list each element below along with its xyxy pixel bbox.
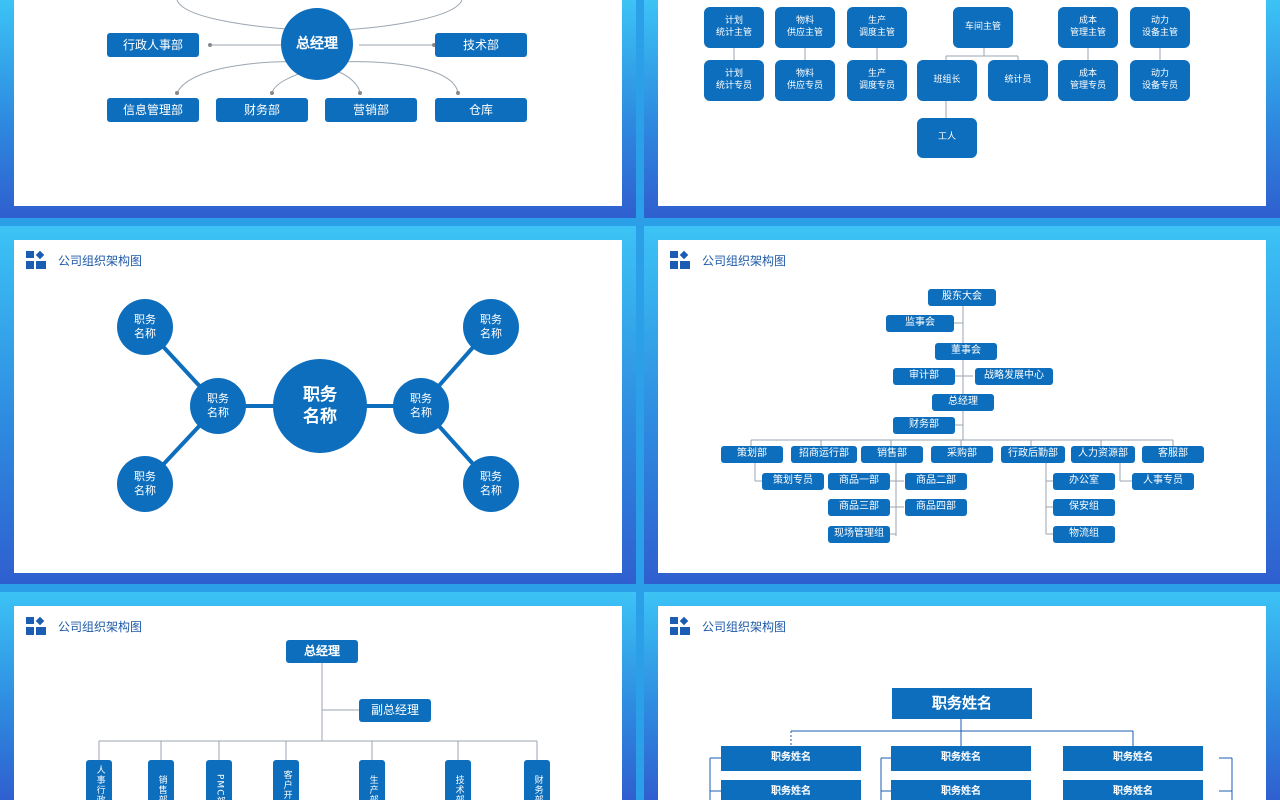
dept-service[interactable]: 客服部 [1142,446,1204,463]
node-bottom-right[interactable]: 职务 名称 [463,456,519,512]
node-center[interactable]: 职务 名称 [273,359,367,453]
dept-logistics-admin[interactable]: 行政后勤部 [1001,446,1065,463]
dept-finance[interactable]: 财务部 [216,98,308,122]
header-title: 公司组织架构图 [58,619,143,634]
slide6-header: 公司组织架构图 [670,616,786,636]
vice-ceo-box[interactable]: 副总经理 [359,699,431,722]
dept-info[interactable]: 信息管理部 [107,98,199,122]
team-leader[interactable]: 班组长 [917,60,977,101]
header-title: 公司组织架构图 [702,253,787,268]
statistician[interactable]: 统计员 [988,60,1048,101]
dept-tech[interactable]: 技术部 [445,760,471,800]
workshop-supervisor[interactable]: 车间主管 [953,7,1013,48]
dept-planning[interactable]: 策划部 [721,446,783,463]
strategy-center[interactable]: 战略发展中心 [975,368,1053,385]
node-top-left[interactable]: 职务 名称 [117,299,173,355]
goods-2[interactable]: 商品二部 [905,473,967,490]
supervisory-board[interactable]: 监事会 [886,315,954,332]
position-r2c2[interactable]: 职务姓名 [891,780,1031,800]
slide-5[interactable]: 公司组织架构图 总经理 副总经理 人事行政部 销售部 PMC部 客户开拓 生产部… [0,592,636,800]
production-specialist[interactable]: 生产 调度专员 [847,60,907,101]
general-manager[interactable]: 总经理 [932,394,994,411]
node-mid-left[interactable]: 职务 名称 [190,378,246,434]
dept-purchase[interactable]: 采购部 [931,446,993,463]
slide-6[interactable]: 公司组织架构图 职务姓名 职务姓名 职务姓名 职务姓名 职务姓名 职务姓名 职务… [644,592,1280,800]
node-bottom-left[interactable]: 职务 名称 [117,456,173,512]
slide-4[interactable]: 公司组织架构图 股东大会 监事会 董事会 [644,226,1280,584]
node-top-right[interactable]: 职务 名称 [463,299,519,355]
node-mid-right[interactable]: 职务 名称 [393,378,449,434]
finance-dept[interactable]: 财务部 [893,417,955,434]
position-r1c3[interactable]: 职务姓名 [1063,746,1203,771]
dept-warehouse[interactable]: 仓库 [435,98,527,122]
dept-investment[interactable]: 招商运行部 [791,446,857,463]
slide4-header: 公司组织架构图 [670,250,786,270]
header-title: 公司组织架构图 [702,619,787,634]
dept-client[interactable]: 客户开拓 [273,760,299,800]
ceo-circle[interactable]: 总经理 [281,8,353,80]
cost-supervisor[interactable]: 成本 管理主管 [1058,7,1118,48]
dept-marketing[interactable]: 营销部 [325,98,417,122]
shareholders[interactable]: 股东大会 [928,289,996,306]
security[interactable]: 保安组 [1053,499,1115,516]
dept-pmc[interactable]: PMC部 [206,760,232,800]
logo-icon [670,250,692,269]
power-specialist[interactable]: 动力 设备专员 [1130,60,1190,101]
slide-2[interactable]: 计划 统计主管 物料 供应主管 生产 调度主管 车间主管 成本 管理主管 动力 … [644,0,1280,218]
position-r1c1[interactable]: 职务姓名 [721,746,861,771]
logo-icon [26,250,48,269]
dept-finance[interactable]: 财务部 [524,760,550,800]
goods-1[interactable]: 商品一部 [828,473,890,490]
slide2-connectors [733,48,1161,118]
plan-specialist[interactable]: 计划 统计专员 [704,60,764,101]
material-specialist[interactable]: 物料 供应专员 [775,60,835,101]
top-position[interactable]: 职务姓名 [892,688,1032,719]
slide5-connectors [98,662,538,760]
site-mgmt[interactable]: 现场管理组 [828,526,890,543]
dept-sales[interactable]: 销售部 [861,446,923,463]
position-r2c3[interactable]: 职务姓名 [1063,780,1203,800]
dept-admin-hr[interactable]: 行政人事部 [107,33,199,57]
logistics[interactable]: 物流组 [1053,526,1115,543]
ceo-box[interactable]: 总经理 [286,640,358,663]
plan-supervisor[interactable]: 计划 统计主管 [704,7,764,48]
board-directors[interactable]: 董事会 [935,343,997,360]
cost-specialist[interactable]: 成本 管理专员 [1058,60,1118,101]
material-supervisor[interactable]: 物料 供应主管 [775,7,835,48]
hr-specialist[interactable]: 人事专员 [1132,473,1194,490]
slide5-header: 公司组织架构图 [26,616,142,636]
goods-4[interactable]: 商品四部 [905,499,967,516]
position-r2c1[interactable]: 职务姓名 [721,780,861,800]
slide-1[interactable]: 总经理 行政人事部 技术部 信息管理部 财务部 营销部 仓库 [0,0,636,218]
power-supervisor[interactable]: 动力 设备主管 [1130,7,1190,48]
slide6-connectors [709,719,1233,800]
slide4-connectors [750,305,1174,536]
dept-hr[interactable]: 人力资源部 [1071,446,1135,463]
logo-icon [670,616,692,635]
audit-dept[interactable]: 审计部 [893,368,955,385]
goods-3[interactable]: 商品三部 [828,499,890,516]
header-title: 公司组织架构图 [58,253,143,268]
dept-admin[interactable]: 人事行政部 [86,760,112,800]
dept-production[interactable]: 生产部 [359,760,385,800]
worker[interactable]: 工人 [917,118,977,158]
dept-sales[interactable]: 销售部 [148,760,174,800]
slide3-header: 公司组织架构图 [26,250,142,270]
logo-icon [26,616,48,635]
position-r1c2[interactable]: 职务姓名 [891,746,1031,771]
dept-tech[interactable]: 技术部 [435,33,527,57]
office[interactable]: 办公室 [1053,473,1115,490]
production-supervisor[interactable]: 生产 调度主管 [847,7,907,48]
planning-specialist[interactable]: 策划专员 [762,473,824,490]
slide-3[interactable]: 公司组织架构图 职务 名称 职务 名称 职务 名称 职务 名称 职务 名称 职务… [0,226,636,584]
